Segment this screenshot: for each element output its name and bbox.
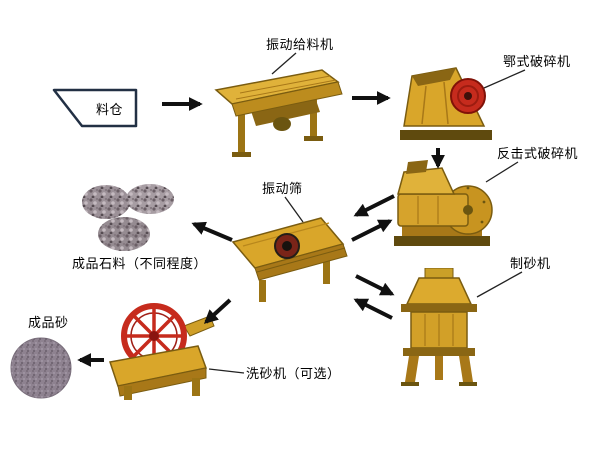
vibrating-screen-illustration (225, 210, 353, 308)
sand-maker-label: 制砂机 (510, 257, 551, 272)
hopper-illustration (52, 84, 142, 132)
sand-maker-illustration (385, 268, 493, 388)
feeder-label: 振动给料机 (266, 38, 334, 53)
finished-stone-illustration (80, 180, 178, 258)
sand-washer-label: 洗砂机（可选） (246, 367, 341, 382)
impact-crusher-label: 反击式破碎机 (497, 147, 579, 162)
finished-stone-label: 成品石料（不同程度） (72, 257, 208, 272)
finished-sand-illustration (8, 334, 76, 402)
finished-sand-label: 成品砂 (28, 316, 69, 331)
sand-washer-illustration (108, 298, 216, 406)
vibrating-feeder-illustration (210, 66, 350, 162)
jaw-crusher-label: 鄂式破碎机 (503, 55, 571, 70)
arrow-screen-to-impact-crusher (351, 219, 393, 242)
vibrating-screen-label: 振动筛 (262, 182, 303, 197)
hopper-label: 料仓 (96, 103, 124, 118)
jaw-crusher-illustration (396, 62, 496, 144)
impact-crusher-illustration (388, 160, 496, 252)
